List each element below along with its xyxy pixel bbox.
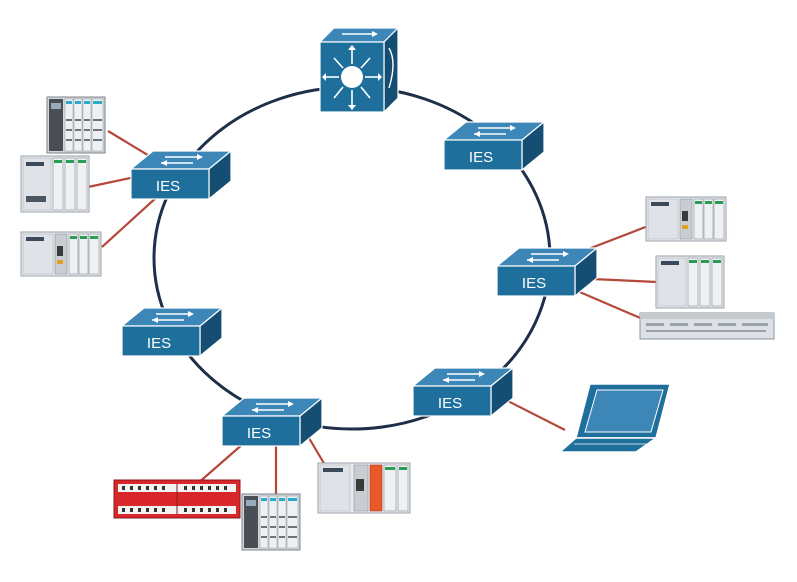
io-module-icon[interactable] xyxy=(241,493,301,551)
laptop-icon[interactable] xyxy=(558,383,671,453)
ies-switch-1[interactable]: IES xyxy=(443,121,545,171)
ies-switch-6[interactable]: IES xyxy=(221,397,323,447)
drive-panel-icon[interactable] xyxy=(639,312,775,340)
ies-label: IES xyxy=(156,178,180,195)
plc-icon[interactable] xyxy=(20,155,90,213)
plc-icon[interactable] xyxy=(655,255,725,309)
ies-switch-5[interactable]: IES xyxy=(412,367,514,417)
safety-io-icon[interactable] xyxy=(113,479,241,519)
plc-icon[interactable] xyxy=(317,462,411,514)
io-module-icon[interactable] xyxy=(46,96,106,154)
ies-switch-2[interactable]: IES xyxy=(130,150,232,200)
ies-switch-3[interactable]: IES xyxy=(496,247,598,297)
plc-icon[interactable] xyxy=(645,196,727,242)
plc-icon[interactable] xyxy=(20,231,102,277)
layer3-switch-icon[interactable] xyxy=(318,26,400,114)
ies-label: IES xyxy=(438,395,462,412)
ies-label: IES xyxy=(469,149,493,166)
ies-label: IES xyxy=(247,425,271,442)
ies-label: IES xyxy=(522,275,546,292)
ies-switch-4[interactable]: IES xyxy=(121,307,223,357)
ies-label: IES xyxy=(147,335,171,352)
